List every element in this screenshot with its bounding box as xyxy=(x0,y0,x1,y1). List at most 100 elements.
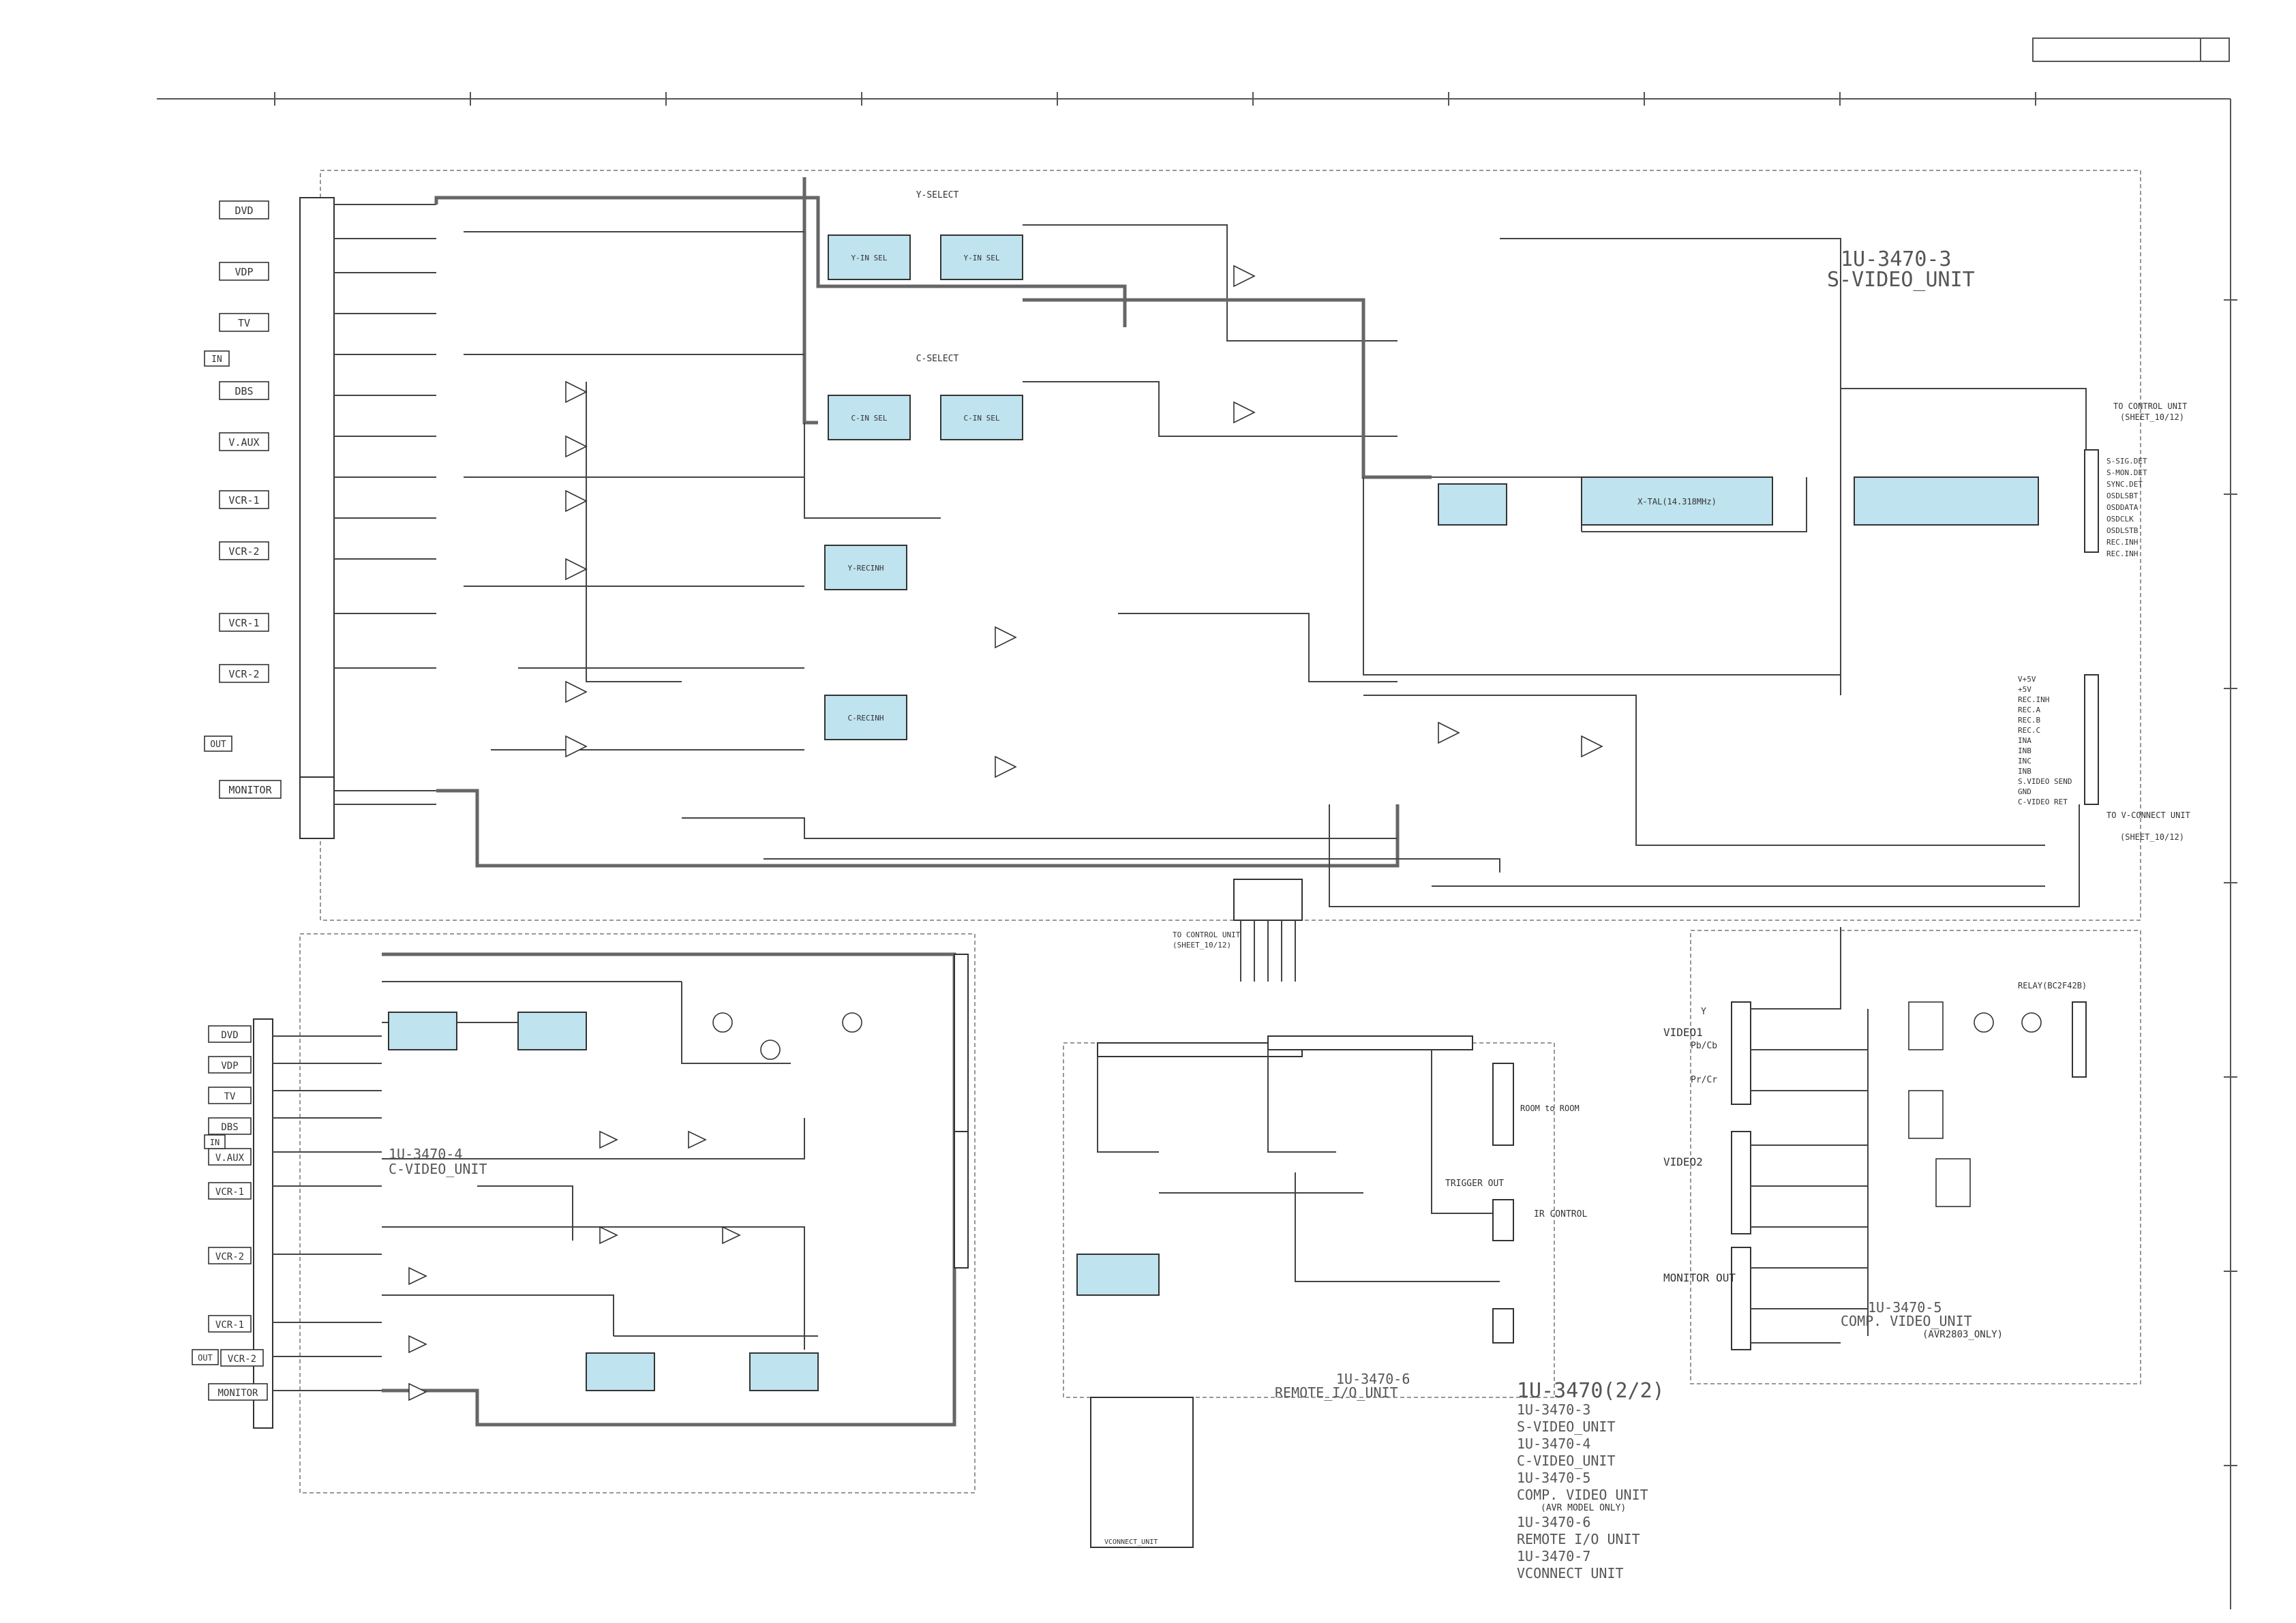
s-video-unit-title: 1U-3470-3 S-VIDEO_UNIT xyxy=(1827,247,1975,292)
svg-text:C-VIDEO_UNIT: C-VIDEO_UNIT xyxy=(1517,1453,1616,1469)
svg-text:1U-3470-6: 1U-3470-6 xyxy=(1517,1514,1590,1530)
svg-text:1U-3470-3: 1U-3470-3 xyxy=(1841,247,1952,271)
c-input-label-dbs: DBS xyxy=(208,1117,252,1135)
svg-text:IN: IN xyxy=(210,1138,220,1147)
svg-text:OUT: OUT xyxy=(198,1353,213,1363)
svg-text:TV: TV xyxy=(224,1091,236,1102)
s-input-label-vaux: V.AUX xyxy=(219,432,269,451)
remote-io-labels: ROOM to ROOM TRIGGER OUT IR CONTROL xyxy=(1445,1104,1587,1219)
s-out-group-label: OUT xyxy=(204,735,232,752)
svg-text:+5V: +5V xyxy=(2018,685,2031,694)
svg-text:Y-RECINH: Y-RECINH xyxy=(848,564,884,573)
svg-text:REC.INH: REC.INH xyxy=(2106,549,2138,558)
s-video-input-jacks xyxy=(299,197,436,839)
ic-c-recinh: C-RECINH xyxy=(824,695,907,740)
c-video-unit-box xyxy=(299,933,976,1493)
svg-text:TO CONTROL UNIT: TO CONTROL UNIT xyxy=(1173,930,1241,939)
svg-text:VDP: VDP xyxy=(221,1061,238,1072)
op-amps-s-video xyxy=(565,264,1603,778)
svg-text:MONITOR: MONITOR xyxy=(228,784,272,796)
svg-text:GND: GND xyxy=(2018,787,2031,796)
ic-c-sel-1: C-IN SEL xyxy=(828,395,911,440)
svg-text:Pb/Cb: Pb/Cb xyxy=(1691,1041,1717,1051)
svg-text:INA: INA xyxy=(2018,736,2031,745)
s-input-label-tv: TV xyxy=(219,313,269,332)
c-video-input-jacks xyxy=(253,1018,382,1429)
c-input-label-vcr1: VCR-1 xyxy=(208,1182,252,1200)
ic-c-video-recinh-1 xyxy=(586,1352,655,1391)
page-frame xyxy=(157,37,2231,1609)
c-input-label-vaux: V.AUX xyxy=(208,1148,252,1166)
svg-text:(SHEET_10/12): (SHEET_10/12) xyxy=(2120,412,2184,422)
c-output-label-vcr1: VCR-1 xyxy=(208,1315,252,1333)
ic-remote-io xyxy=(1076,1254,1160,1296)
ic-osd-controller xyxy=(1854,476,2039,526)
svg-text:TO CONTROL UNIT: TO CONTROL UNIT xyxy=(2113,401,2187,411)
c-input-label-vcr2: VCR-2 xyxy=(208,1247,252,1264)
svg-text:MONITOR OUT: MONITOR OUT xyxy=(1663,1271,1736,1284)
svg-text:INB: INB xyxy=(2018,767,2031,776)
to-control-unit-label-top: TO CONTROL UNIT (SHEET_10/12) xyxy=(2113,401,2187,422)
svg-text:1U-3470-6: 1U-3470-6 xyxy=(1336,1371,1410,1387)
control-connector-signal-list: S-SIG.DET S-MON.DET SYNC.DET OSDLSBT OSD… xyxy=(2106,457,2147,558)
svg-text:Y-SELECT: Y-SELECT xyxy=(916,190,959,200)
svg-text:X-TAL(14.318MHz): X-TAL(14.318MHz) xyxy=(1637,497,1717,506)
remote-io-unit-title: 1U-3470-6 REMOTE_I/O_UNIT xyxy=(1275,1371,1410,1401)
svg-text:TV: TV xyxy=(238,317,250,329)
c-out-group-label: OUT xyxy=(192,1349,219,1365)
to-vconnect-label-top: TO V-CONNECT UNIT (SHEET_10/12) xyxy=(2106,810,2190,842)
s-output-label-vcr2: VCR-2 xyxy=(219,664,269,683)
svg-text:1U-3470-7: 1U-3470-7 xyxy=(1517,1548,1590,1564)
svg-text:VCR-1: VCR-1 xyxy=(228,494,259,506)
svg-text:COMP. VIDEO_UNIT: COMP. VIDEO_UNIT xyxy=(1841,1313,1972,1329)
s-input-label-dvd: DVD xyxy=(219,200,269,219)
c-in-group-label: IN xyxy=(204,1134,226,1149)
svg-text:1U-3470(2/2): 1U-3470(2/2) xyxy=(1517,1379,1665,1403)
svg-text:V+5V: V+5V xyxy=(2018,675,2036,684)
legend-block: 1U-3470(2/2) 1U-3470-3 S-VIDEO_UNIT 1U-3… xyxy=(1517,1379,1665,1581)
svg-text:DBS: DBS xyxy=(221,1122,238,1133)
svg-text:REC.C: REC.C xyxy=(2018,726,2040,735)
s-output-label-vcr1: VCR-1 xyxy=(219,613,269,632)
svg-text:S.VIDEO SEND: S.VIDEO SEND xyxy=(2018,777,2072,786)
svg-text:REC.INH: REC.INH xyxy=(2018,695,2049,704)
svg-text:OSDDATA: OSDDATA xyxy=(2106,503,2139,512)
svg-text:VCR-1: VCR-1 xyxy=(228,617,259,629)
frame-ticks xyxy=(274,92,2237,1466)
ic-y-recinh: Y-RECINH xyxy=(824,545,907,590)
comp-video-unit-title: 1U-3470-5 COMP. VIDEO_UNIT (AVR2803_ONLY… xyxy=(1841,1299,2003,1340)
svg-text:S-MON.DET: S-MON.DET xyxy=(2106,468,2147,477)
svg-text:C-VIDEO RET: C-VIDEO RET xyxy=(2018,798,2068,806)
c-video-unit-title: 1U-3470-4 C-VIDEO_UNIT xyxy=(389,1146,487,1177)
c-input-label-tv: TV xyxy=(208,1087,252,1104)
svg-text:REC.A: REC.A xyxy=(2018,706,2040,714)
svg-text:DBS: DBS xyxy=(235,385,253,397)
svg-text:VCONNECT UNIT: VCONNECT UNIT xyxy=(1517,1565,1624,1581)
ic-osd-generator: X-TAL(14.318MHz) xyxy=(1581,476,1773,526)
svg-text:SYNC.DET: SYNC.DET xyxy=(2106,480,2143,489)
s-input-label-vcr2: VCR-2 xyxy=(219,541,269,560)
svg-text:VIDEO1: VIDEO1 xyxy=(1663,1026,1703,1039)
s-output-label-monitor: MONITOR xyxy=(219,780,282,799)
comp-video-labels: VIDEO1 VIDEO2 MONITOR OUT Y Pb/Cb Pr/Cr xyxy=(1663,1007,1736,1284)
s-in-group-label: IN xyxy=(204,350,230,367)
svg-text:COMP. VIDEO UNIT: COMP. VIDEO UNIT xyxy=(1517,1487,1648,1503)
remote-io-wiring xyxy=(1097,1035,1514,1344)
control-connector-top xyxy=(2084,449,2099,553)
svg-text:INC: INC xyxy=(2018,757,2031,765)
svg-text:Y-IN SEL: Y-IN SEL xyxy=(964,254,1000,262)
select-labels: Y-SELECT C-SELECT xyxy=(916,190,959,364)
svg-text:OSDCLK: OSDCLK xyxy=(2106,515,2134,524)
svg-text:TO V-CONNECT UNIT: TO V-CONNECT UNIT xyxy=(2106,810,2190,820)
c-input-label-dvd: DVD xyxy=(208,1025,252,1043)
svg-text:(AVR MODEL ONLY): (AVR MODEL ONLY) xyxy=(1541,1503,1626,1513)
svg-text:(AVR2803_ONLY): (AVR2803_ONLY) xyxy=(1922,1329,2003,1340)
svg-text:VIDEO2: VIDEO2 xyxy=(1663,1155,1703,1168)
svg-text:VCR-1: VCR-1 xyxy=(215,1187,244,1198)
s-input-label-dbs: DBS xyxy=(219,381,269,400)
svg-text:VCONNECT_UNIT: VCONNECT_UNIT xyxy=(1104,1538,1158,1546)
svg-text:REC.INH: REC.INH xyxy=(2106,538,2138,547)
comp-video-jacks xyxy=(1731,1001,1751,1350)
svg-text:VCR-2: VCR-2 xyxy=(228,668,259,680)
s-input-label-vcr1: VCR-1 xyxy=(219,490,269,509)
